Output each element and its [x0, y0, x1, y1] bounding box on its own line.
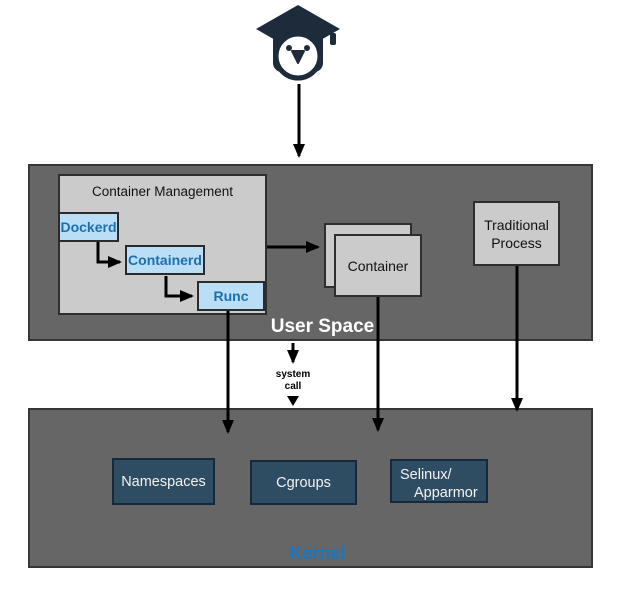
- system-call-line1: system: [275, 369, 311, 380]
- owl-graduation-cap-icon: [256, 5, 340, 81]
- container-box-front: Container: [334, 234, 422, 297]
- user-space-label: User Space: [270, 316, 375, 337]
- selinux-apparmor-label: Selinux/ Apparmor: [392, 461, 482, 502]
- system-call-line2: call: [284, 381, 302, 392]
- traditional-process-line2: Process: [491, 234, 542, 251]
- cgroups-box: Cgroups: [250, 460, 357, 505]
- kernel-label: Kernel: [289, 543, 346, 563]
- dockerd-node: Dockerd: [58, 212, 119, 242]
- owl-beak: [291, 50, 305, 64]
- namespaces-label: Namespaces: [121, 473, 206, 490]
- containerd-label: Containerd: [128, 252, 202, 268]
- apparmor-line2: Apparmor: [414, 485, 478, 501]
- dockerd-label: Dockerd: [60, 219, 117, 235]
- owl-tassel-icon: [330, 33, 336, 45]
- owl-left-eye: [286, 45, 292, 51]
- container-management-title: Container Management: [91, 184, 234, 199]
- system-call-label: system call: [258, 369, 328, 393]
- container-label: Container: [347, 257, 409, 274]
- selinux-apparmor-box: Selinux/ Apparmor: [390, 459, 488, 503]
- containerd-node: Containerd: [125, 245, 205, 275]
- traditional-process-box: Traditional Process: [473, 201, 560, 266]
- namespaces-box: Namespaces: [112, 458, 215, 505]
- traditional-process-line1: Traditional: [484, 216, 549, 233]
- selinux-line1: Selinux/: [400, 467, 452, 483]
- runc-label: Runc: [213, 288, 249, 304]
- cgroups-label: Cgroups: [276, 474, 331, 491]
- owl-mortarboard-icon: [256, 5, 340, 53]
- runc-node: Runc: [197, 281, 265, 311]
- owl-right-eye: [304, 45, 310, 51]
- arrow-system-call-bottom-head: [287, 396, 299, 406]
